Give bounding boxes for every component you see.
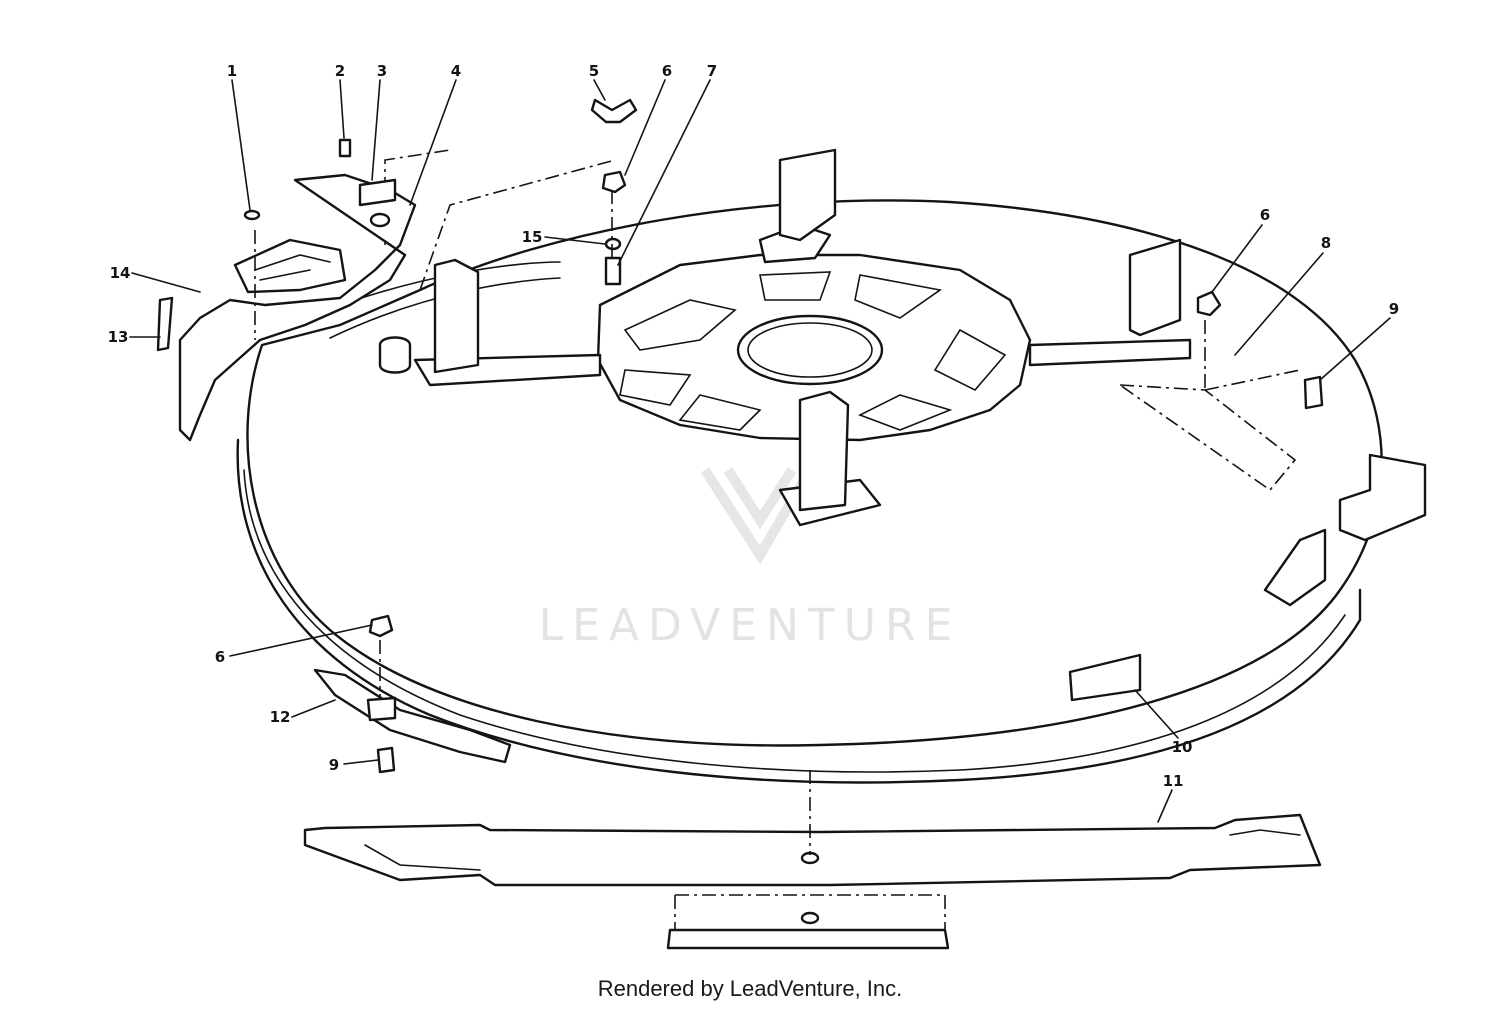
blade-edge-lines	[364, 829, 1301, 871]
leader-1	[231, 79, 251, 211]
post-rear	[778, 148, 837, 242]
screw-front-icon	[376, 746, 396, 774]
hub-center-ring-inner	[747, 322, 873, 378]
blade	[303, 813, 1322, 887]
chute-ribs	[254, 254, 331, 281]
bolt-icon	[338, 138, 352, 158]
deck-skirt-inner	[243, 469, 1346, 773]
hub-frame-cutouts	[619, 271, 1007, 431]
baffle-dashes	[1204, 320, 1301, 391]
callout-1: 1	[227, 62, 237, 80]
callout-4: 4	[451, 62, 461, 80]
callout-labels: 1 2 3 4 5 6 7 6 8 9 14 13 15 6 12 9 10 1…	[108, 62, 1400, 790]
leader-6a	[624, 79, 666, 176]
leader-6c	[229, 624, 373, 657]
hex-nut-right-icon	[1196, 290, 1222, 317]
callout-6-nut: 6	[662, 62, 672, 80]
hex-nut-icon	[601, 170, 627, 194]
upright-posts	[378, 148, 1182, 512]
leader-11	[1157, 789, 1173, 823]
post-right	[1128, 238, 1182, 337]
post-left-cap	[378, 336, 412, 374]
callout-6-right: 6	[1260, 206, 1270, 224]
wing-nut-icon	[590, 98, 638, 124]
callout-14: 14	[110, 264, 131, 282]
deck-cover-dashes	[384, 149, 616, 291]
grommet-icon	[369, 212, 391, 228]
leader-15	[544, 236, 606, 245]
screw-right-icon	[1303, 375, 1324, 410]
leader-14	[131, 272, 201, 293]
callout-6-front: 6	[215, 648, 225, 666]
hub-center-ring	[736, 314, 884, 386]
post-front	[798, 390, 850, 512]
watermark-text: LEADVENTURE	[539, 600, 962, 651]
deck-top-outline	[246, 199, 1383, 747]
lock-washer-icon	[604, 237, 622, 251]
callout-7: 7	[707, 62, 717, 80]
footer-credit: Rendered by LeadVenture, Inc.	[597, 976, 903, 1001]
leader-9b	[343, 759, 379, 765]
blade-adapter-dashes	[674, 894, 946, 930]
callout-11: 11	[1163, 772, 1184, 790]
leader-6b	[1211, 224, 1263, 293]
discharge-chute	[156, 173, 417, 442]
callout-5: 5	[589, 62, 599, 80]
blade-assembly	[303, 770, 1322, 950]
hub-arm-right	[1028, 338, 1192, 367]
callout-15: 15	[522, 228, 543, 246]
leader-lines	[129, 79, 1391, 823]
adapter-hole-icon	[800, 911, 820, 925]
post-left	[433, 258, 480, 374]
deck-skirt-outline	[236, 438, 1362, 784]
leader-9a	[1319, 317, 1391, 381]
deck-side-bracket-right	[1338, 453, 1427, 542]
watermark: LEADVENTURE	[539, 467, 962, 651]
callout-10: 10	[1172, 738, 1193, 756]
hub-frame	[413, 223, 1192, 527]
chute-hinge-rod	[156, 296, 174, 352]
chute-deflector	[233, 238, 347, 294]
carriage-bolt-icon	[604, 256, 622, 286]
leader-12	[291, 699, 336, 718]
leader-2	[339, 79, 345, 139]
callout-9-front: 9	[329, 756, 339, 774]
callout-3: 3	[377, 62, 387, 80]
washer-icon	[243, 209, 261, 221]
callout-8: 8	[1321, 234, 1331, 252]
chute-bracket	[358, 178, 397, 207]
baffle-outline	[1117, 384, 1297, 492]
callout-2: 2	[335, 62, 345, 80]
leader-3	[371, 79, 381, 181]
callout-12: 12	[270, 708, 291, 726]
leader-10	[1134, 689, 1179, 739]
callout-13: 13	[108, 328, 129, 346]
leader-7	[617, 79, 711, 266]
leader-8	[1234, 252, 1324, 356]
blade-adapter	[666, 928, 950, 950]
leader-5	[593, 79, 606, 101]
callout-9-right: 9	[1389, 300, 1399, 318]
leader-4	[409, 79, 457, 206]
deck-skirt-tab-right	[1263, 528, 1327, 607]
chute-body	[178, 173, 417, 442]
hardware	[243, 98, 1324, 774]
hex-nut-front-icon	[368, 614, 394, 638]
front-baffle	[313, 668, 512, 764]
deck-skirt-tab-front	[1068, 653, 1142, 702]
baffle-clip	[366, 696, 397, 722]
